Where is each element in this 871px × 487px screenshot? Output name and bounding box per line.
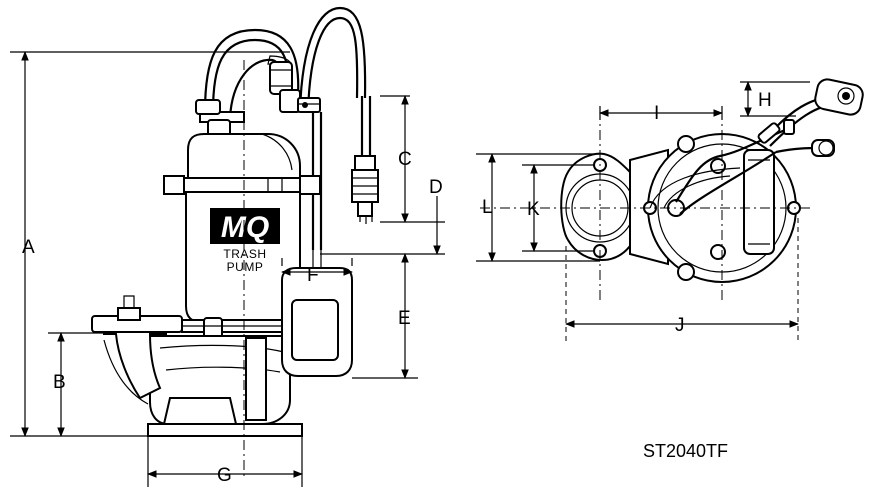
dim-label-f: F [307,265,319,286]
pump-base [147,423,303,437]
discharge-elbow [103,317,167,400]
side-view: MQ TRASH PUMP A [10,6,445,487]
dim-label-g: G [217,465,232,486]
top-view: H I J K L [476,78,864,344]
cable-clamp [269,61,323,250]
dim-label-c: C [398,149,412,170]
mq-logo: MQ [210,208,280,244]
dim-label-h: H [758,90,772,111]
dim-label-k: K [527,199,540,220]
dim-label-j: J [675,315,685,336]
dim-label-i: I [654,103,659,124]
dim-label-l: L [482,197,493,218]
power-cable [203,6,379,224]
model-number: ST2040TF [643,441,728,461]
dim-label-e: E [398,308,411,329]
dim-label-b: B [53,372,66,393]
dim-label-d: D [429,177,443,198]
dim-label-a: A [22,237,35,258]
pump-label-pump: PUMP [227,260,264,274]
motor-housing [187,133,301,181]
logo-text: MQ [221,211,269,244]
pump-label-trash: TRASH [223,247,266,261]
